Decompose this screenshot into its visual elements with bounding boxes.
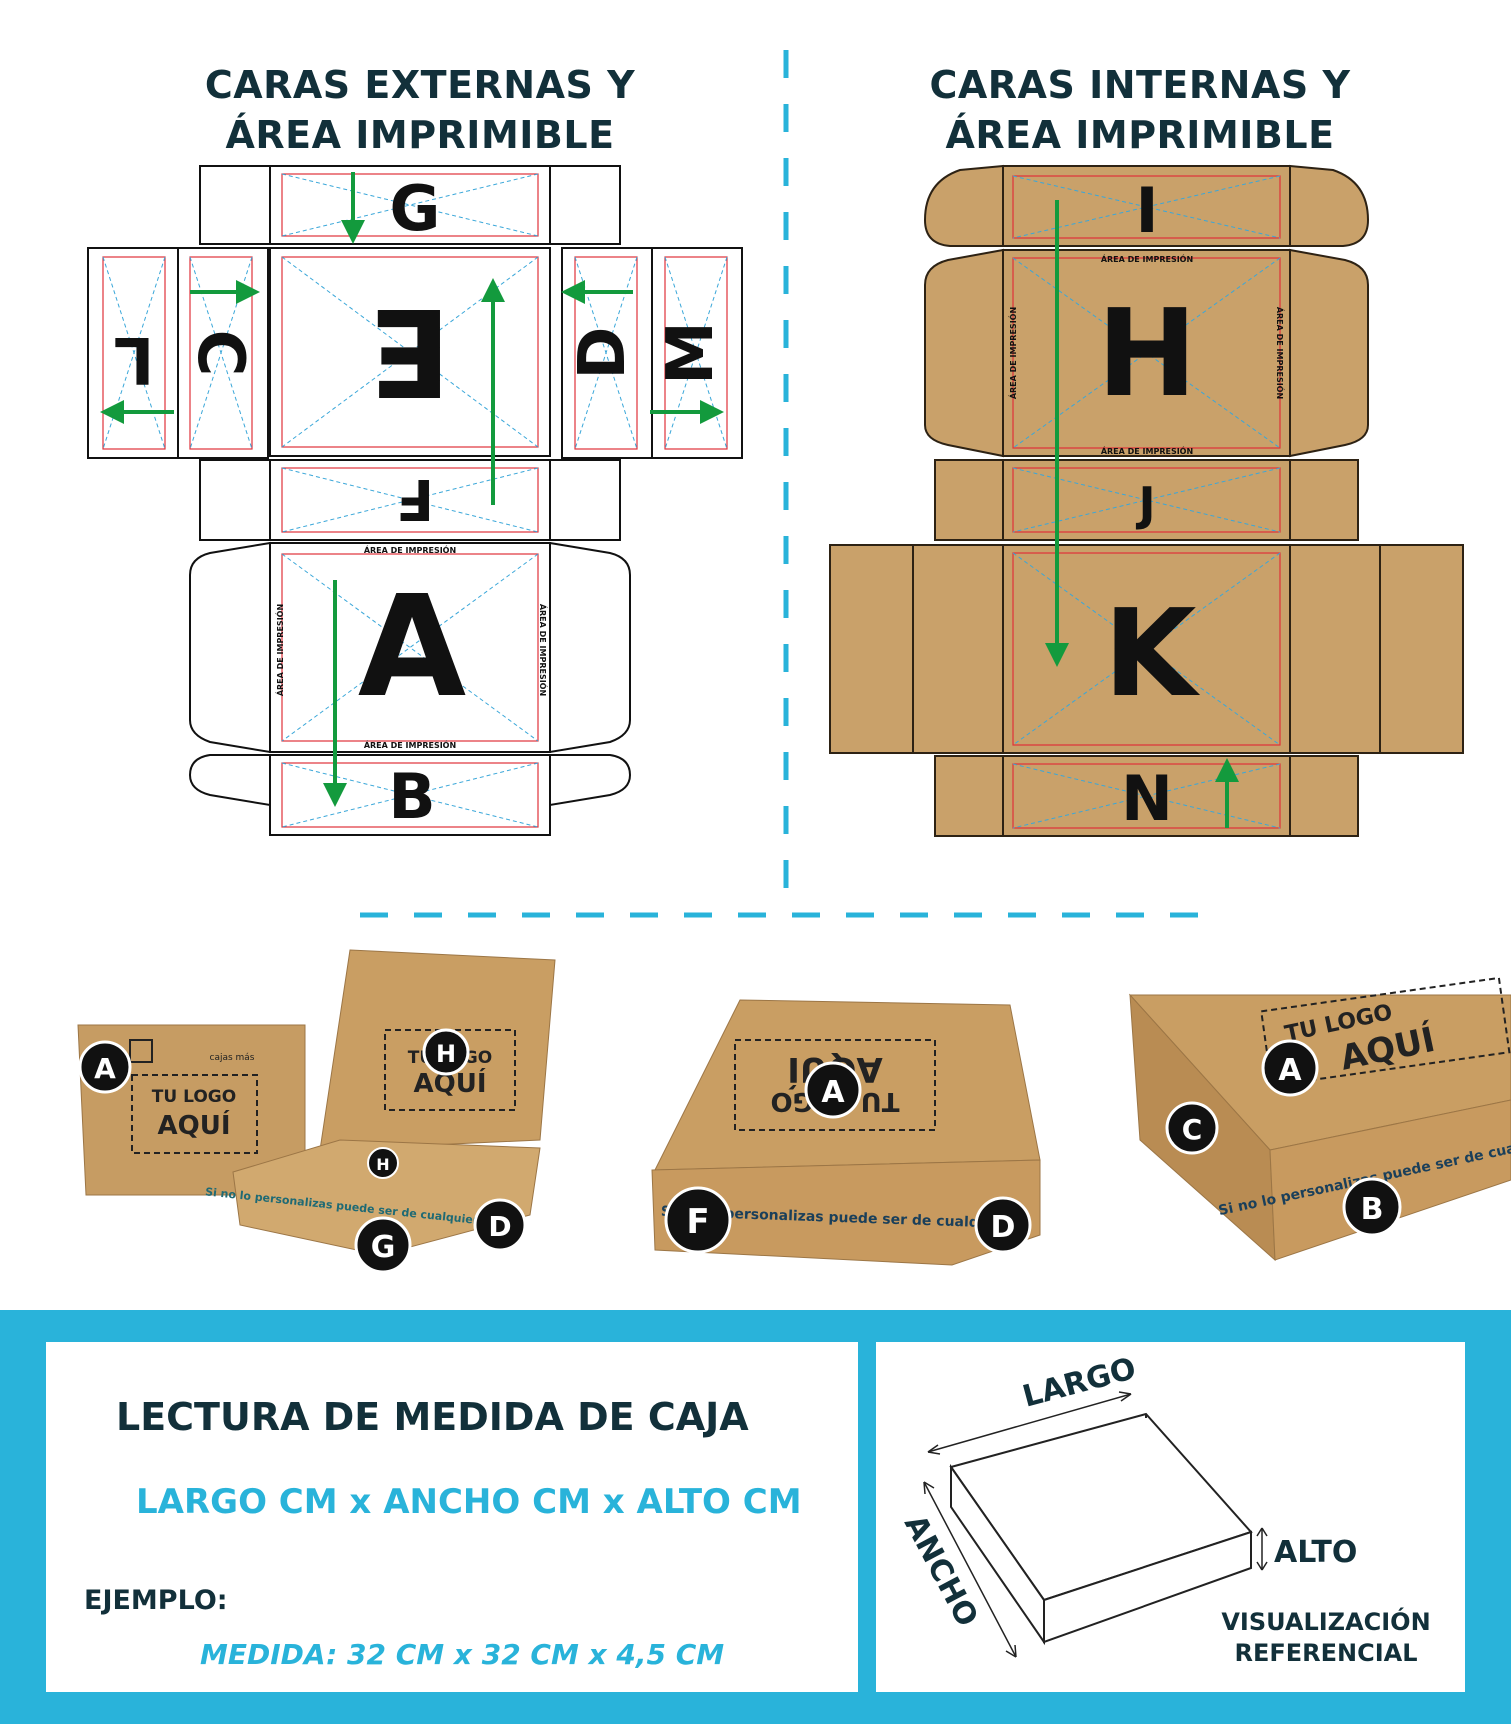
badge-photo2-A: A — [804, 1061, 862, 1119]
internal-print-label-left: ÁREA DE IMPRESIÓN — [1007, 307, 1018, 399]
internal-print-label-top: ÁREA DE IMPRESIÓN — [1101, 253, 1193, 264]
internal-print-label-bottom: ÁREA DE IMPRESIÓN — [1101, 445, 1193, 456]
internal-title-line-2: ÁREA IMPRIMIBLE — [945, 113, 1335, 157]
face-F-letter: F — [396, 466, 434, 531]
external-arrows — [100, 172, 724, 807]
print-area-label-right: ÁREA DE IMPRESIÓN — [538, 604, 549, 696]
svg-text:B: B — [1361, 1192, 1384, 1227]
box-diagrams: G E C D L M F A B ÁREA DE IMPRESIÓN ÁREA… — [77, 50, 1511, 1274]
reference-card: LARGO ANCHO ALTO VISUALIZACIÓN REFERENCI… — [876, 1342, 1465, 1692]
face-I-letter: I — [1135, 174, 1158, 247]
reference-caption-line-1: VISUALIZACIÓN — [1221, 1608, 1431, 1636]
external-title-line-2: ÁREA IMPRIMIBLE — [225, 113, 615, 157]
example-value: MEDIDA: 32 CM x 32 CM x 4,5 CM — [200, 1638, 725, 1671]
badge-photo2-F: F — [664, 1186, 732, 1254]
face-J-letter: J — [1135, 477, 1155, 531]
internal-print-label-right: ÁREA DE IMPRESIÓN — [1275, 307, 1286, 399]
svg-text:H: H — [436, 1040, 456, 1068]
svg-text:A: A — [821, 1075, 845, 1110]
measure-card: LECTURA DE MEDIDA DE CAJA LARGO CM x ANC… — [46, 1342, 858, 1692]
photo1-brand: cajas más — [210, 1053, 255, 1063]
badge-photo1-A: A — [78, 1040, 132, 1094]
measure-title: LECTURA DE MEDIDA DE CAJA — [116, 1395, 749, 1439]
internal-dieline — [829, 164, 1464, 837]
external-print-areas — [102, 173, 728, 828]
reference-caption-line-2: REFERENCIAL — [1234, 1639, 1418, 1667]
svg-text:D: D — [991, 1210, 1016, 1245]
photo-corner-box: TU LOGO AQUÍ Si no lo personalizas puede… — [1128, 976, 1511, 1262]
badge-photo3-B: B — [1342, 1177, 1402, 1237]
face-B-letter: B — [388, 760, 435, 833]
badge-photo1-H-lid: H — [422, 1028, 470, 1076]
internal-faces-title: CARAS INTERNAS Y ÁREA IMPRIMIBLE — [880, 60, 1400, 160]
svg-text:F: F — [686, 1202, 709, 1242]
face-N-letter: N — [1121, 762, 1173, 835]
face-E-letter: E — [369, 281, 451, 420]
print-area-label-left: ÁREA DE IMPRESIÓN — [274, 604, 285, 696]
svg-text:D: D — [488, 1210, 511, 1243]
internal-arrows — [1045, 200, 1239, 828]
badge-photo1-D: D — [473, 1198, 527, 1252]
badge-photo2-D: D — [974, 1196, 1032, 1254]
reference-caption: VISUALIZACIÓN REFERENCIAL — [1196, 1607, 1456, 1669]
internal-print-areas — [1012, 175, 1281, 829]
photo1-logo-line1: TU LOGO — [152, 1087, 236, 1107]
face-D-letter: D — [566, 326, 640, 379]
svg-text:C: C — [1182, 1113, 1203, 1146]
dimension-alto: ALTO — [1274, 1535, 1357, 1570]
dimension-largo: LARGO — [1019, 1351, 1140, 1415]
svg-text:G: G — [371, 1230, 396, 1265]
print-area-label-bottom: ÁREA DE IMPRESIÓN — [364, 739, 456, 750]
svg-text:H: H — [376, 1155, 389, 1174]
svg-text:A: A — [1278, 1053, 1302, 1088]
face-L-letter: L — [114, 322, 155, 396]
print-area-label-top: ÁREA DE IMPRESIÓN — [364, 544, 456, 555]
measurement-panel: LECTURA DE MEDIDA DE CAJA LARGO CM x ANC… — [0, 1310, 1511, 1724]
badge-photo3-A: A — [1261, 1039, 1319, 1097]
photo1-logo-line2: AQUÍ — [157, 1109, 230, 1141]
face-C-letter: C — [183, 330, 257, 377]
reference-box-drawing: LARGO ANCHO ALTO — [897, 1351, 1357, 1658]
face-H-letter: H — [1097, 285, 1197, 424]
measure-formula: LARGO CM x ANCHO CM x ALTO CM — [136, 1482, 802, 1522]
badge-photo3-C: C — [1165, 1101, 1219, 1155]
external-faces-title: CARAS EXTERNAS Y ÁREA IMPRIMIBLE — [160, 60, 680, 160]
face-K-letter: K — [1104, 585, 1201, 724]
badge-photo1-G: G — [354, 1216, 412, 1274]
example-label: EJEMPLO: — [84, 1585, 228, 1616]
badge-photo1-H-tray: H — [367, 1147, 399, 1179]
photo1-qr — [129, 1039, 153, 1063]
svg-text:A: A — [94, 1052, 116, 1085]
external-title-line-1: CARAS EXTERNAS Y — [204, 63, 636, 107]
face-G-letter: G — [390, 172, 441, 245]
internal-title-line-1: CARAS INTERNAS Y — [929, 63, 1351, 107]
face-A-letter: A — [358, 566, 466, 729]
face-M-letter: M — [654, 321, 728, 385]
